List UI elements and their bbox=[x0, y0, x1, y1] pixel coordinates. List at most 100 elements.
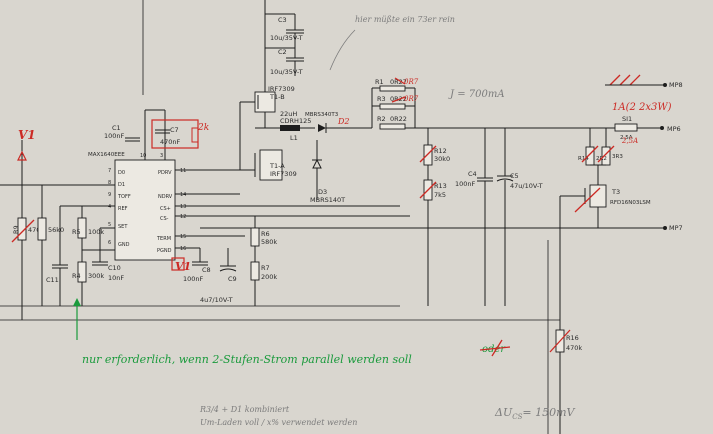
r10-value: 56k0 bbox=[48, 226, 64, 234]
r7-ref: R7 bbox=[261, 264, 270, 272]
d2-value: MBRS340T3 bbox=[305, 112, 339, 118]
r6-value: 580k bbox=[261, 238, 277, 246]
pin-number: 11 bbox=[180, 168, 186, 174]
ic-left-pins: D0 D1 TOFF REF SET GND bbox=[117, 170, 131, 248]
r16-strike bbox=[549, 329, 571, 353]
mp6-label: MP6 bbox=[667, 125, 681, 133]
ic-pin-ndrv: NDRV bbox=[158, 194, 173, 200]
red-tick bbox=[629, 74, 641, 86]
l1-extra: CDRH125 bbox=[280, 117, 311, 125]
bottom-note-2: Um-Laden voll / x% verwendet werden bbox=[200, 418, 357, 427]
r6-resistor bbox=[250, 227, 260, 247]
r10-resistor bbox=[37, 217, 47, 241]
ic-pin-d1: D1 bbox=[118, 182, 125, 188]
l1-value: 22uH bbox=[280, 110, 297, 118]
c8-ref: C8 bbox=[202, 266, 211, 274]
ic-pin-toff: TOFF bbox=[117, 194, 131, 200]
c11-ref: C11 bbox=[46, 276, 59, 284]
c7-ref: C7 bbox=[170, 126, 179, 134]
r4-value: 300k bbox=[88, 272, 104, 280]
c4-value: 100nF bbox=[455, 180, 476, 188]
r12-resistor bbox=[423, 144, 433, 166]
r15-strike bbox=[597, 145, 615, 163]
r13-ref: R13 bbox=[434, 182, 447, 190]
pin-number: 13 bbox=[180, 204, 186, 210]
fuse-note: 1A(2 2x3W) bbox=[612, 102, 672, 113]
mp8-label: MP8 bbox=[669, 81, 683, 89]
delta-u-value: = 150mV bbox=[522, 406, 575, 419]
mp6-port[interactable] bbox=[660, 126, 664, 130]
pin-number: 9 bbox=[108, 192, 111, 198]
si1-rating: 2,5A bbox=[620, 135, 633, 141]
ic-pin-gnd: GND bbox=[118, 242, 130, 248]
green-strike-word: oder bbox=[482, 344, 506, 355]
ic-pin-pgnd: PGND bbox=[157, 248, 172, 254]
red-tick bbox=[619, 74, 631, 86]
c2-value: 10u/35V-T bbox=[270, 68, 303, 76]
pin-number: 5 bbox=[108, 222, 111, 228]
pin-number: 15 bbox=[180, 234, 186, 240]
annotation-pointer bbox=[329, 29, 356, 71]
t1b-value: IRF7309 bbox=[268, 85, 295, 93]
t1a-mosfet-symbol bbox=[259, 149, 283, 181]
r3-ref: R3 bbox=[377, 95, 386, 103]
t3-strike bbox=[574, 187, 601, 213]
red-strike-oder-2 bbox=[491, 339, 503, 357]
pin-number: 3 bbox=[160, 153, 163, 159]
t3-value: RFD16N03LSM bbox=[610, 200, 651, 206]
v1-mid-label: V1 bbox=[175, 260, 191, 273]
r2-ref: R2 bbox=[377, 115, 386, 123]
r14-strike bbox=[581, 145, 599, 163]
r16-ref: R16 bbox=[566, 334, 579, 342]
ic-pin-ref: REF bbox=[118, 206, 128, 212]
c9-value: 4u7/10V-T bbox=[200, 296, 233, 304]
l1-ref: L1 bbox=[290, 134, 298, 142]
r3-strike bbox=[391, 96, 406, 103]
ic-pin-d0: D0 bbox=[118, 170, 125, 176]
pin-number: 16 bbox=[180, 246, 186, 252]
r5-ref: R5 bbox=[72, 228, 81, 236]
mp7-label: MP7 bbox=[669, 224, 683, 232]
t1a-value: IRF7309 bbox=[270, 170, 297, 178]
ic-name: MAX1640EEE bbox=[88, 152, 125, 158]
r1-strike bbox=[394, 77, 406, 85]
bottom-note-1: R3/4 + D1 kombiniert bbox=[199, 405, 290, 414]
c2-ref: C2 bbox=[278, 48, 287, 56]
d2-diode-symbol bbox=[318, 124, 326, 132]
c10-ref: C10 bbox=[108, 264, 121, 272]
r5-value: 100k bbox=[88, 228, 104, 236]
pin-number: 12 bbox=[180, 214, 186, 220]
ic-right-pins: PDRV NDRV CS+ CS- TERM PGND bbox=[156, 170, 173, 254]
r3-hand-value: 0R7 bbox=[404, 95, 419, 103]
pin-number: 14 bbox=[180, 192, 186, 198]
delta-u-main: ΔU bbox=[494, 406, 513, 419]
d2-hand-mark: D2 bbox=[337, 117, 350, 126]
r16-value: 470k bbox=[566, 344, 582, 352]
r12-strike bbox=[419, 145, 437, 163]
r14-ref: R14 bbox=[578, 156, 589, 162]
green-note: nur erforderlich, wenn 2-Stufen-Strom pa… bbox=[82, 353, 412, 366]
delta-u-sub: CS bbox=[512, 413, 522, 421]
r6-ref: R6 bbox=[261, 230, 270, 238]
pin-number: 4 bbox=[108, 204, 111, 210]
pin-number: 10 bbox=[140, 153, 146, 159]
c8-value: 100nF bbox=[183, 275, 204, 283]
current-note: J = 700mA bbox=[448, 89, 505, 100]
fuse-25-note: 2,5A bbox=[621, 137, 638, 145]
r7-value: 200k bbox=[261, 273, 277, 281]
ic-pin-pdrv: PDRV bbox=[158, 170, 172, 176]
red-strike-oder bbox=[479, 346, 511, 351]
ic-pin-csplus: CS+ bbox=[160, 206, 171, 212]
v1-left-label: V1 bbox=[18, 128, 36, 142]
mp8-port[interactable] bbox=[663, 83, 667, 87]
pin-number: 7 bbox=[108, 168, 111, 174]
r1-resistor bbox=[379, 85, 406, 92]
red-resistor-2k bbox=[191, 127, 199, 143]
c7-value: 470nF bbox=[160, 138, 181, 146]
r9-strike bbox=[11, 219, 35, 243]
mp7-port[interactable] bbox=[663, 226, 667, 230]
c9-ref: C9 bbox=[228, 275, 237, 283]
c1-ref: C1 bbox=[112, 124, 121, 132]
c3-ref: C3 bbox=[278, 16, 287, 24]
